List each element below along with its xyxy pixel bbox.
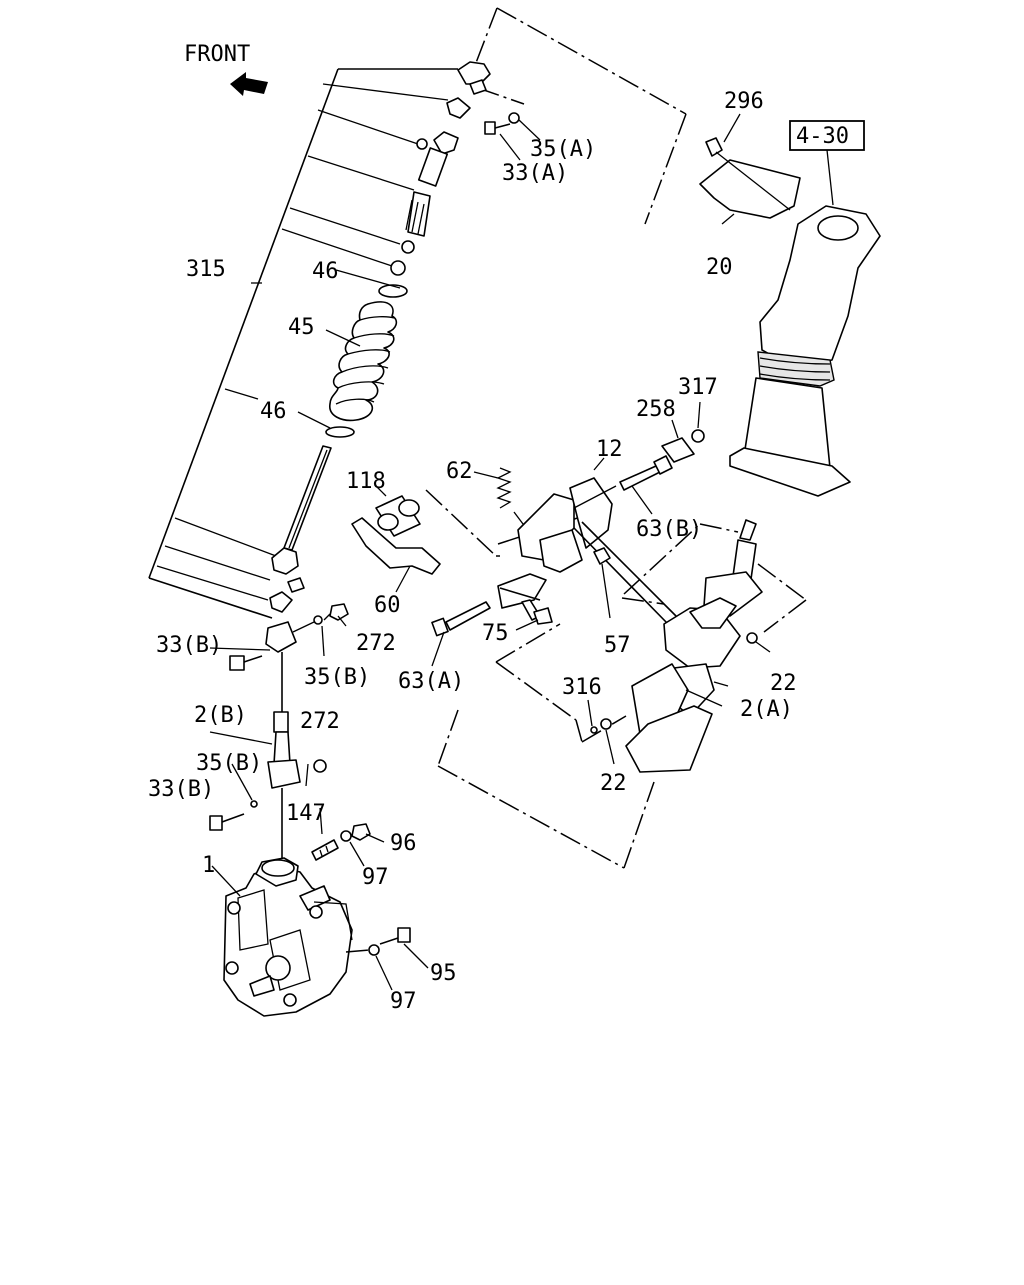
label-35b-top: 35(B)	[304, 665, 370, 690]
label-75: 75	[482, 621, 509, 646]
label-147: 147	[286, 801, 326, 826]
assembly-bracket-315	[148, 68, 458, 619]
ref-box-leader	[826, 149, 834, 206]
center-bracket-12	[497, 457, 677, 625]
label-97-top: 97	[362, 865, 389, 890]
label-33b-bottom: 33(B)	[148, 777, 214, 802]
bolt-33a	[484, 112, 541, 161]
leaders	[209, 269, 729, 897]
lower-yoke	[229, 603, 349, 712]
upper-dash-frame	[473, 7, 687, 225]
tube-118-bracket-60	[351, 485, 441, 593]
label-95: 95	[430, 961, 457, 986]
middle-dash-frames	[425, 489, 807, 869]
label-35b-bottom: 35(B)	[196, 751, 262, 776]
gearbox-1	[223, 857, 353, 1017]
label-63b: 63(B)	[636, 517, 702, 542]
label-296: 296	[724, 89, 764, 114]
label-45: 45	[288, 315, 315, 340]
label-46-bottom: 46	[260, 399, 287, 424]
label-272-bottom: 272	[300, 709, 340, 734]
label-63a: 63(A)	[398, 669, 464, 694]
label-258: 258	[636, 397, 676, 422]
label-317: 317	[678, 375, 718, 400]
label-12: 12	[596, 437, 623, 462]
lever-2b	[209, 711, 327, 866]
spring-62	[473, 467, 527, 529]
front-label: FRONT	[184, 42, 250, 67]
ref-box: 4-30	[789, 120, 865, 206]
label-272-top: 272	[356, 631, 396, 656]
label-57: 57	[604, 633, 631, 658]
label-20: 20	[706, 255, 733, 280]
label-118: 118	[346, 469, 386, 494]
ref-box-label: 4-30	[796, 124, 849, 149]
label-96: 96	[390, 831, 417, 856]
label-97-bottom: 97	[390, 989, 417, 1014]
shift-boot-20	[699, 113, 881, 497]
label-35a: 35(A)	[530, 137, 596, 162]
label-315: 315	[186, 257, 226, 282]
part-labels: 296 35(A) 33(A) 20 315 46 45 46 317 258 …	[148, 89, 797, 1014]
label-46-top: 46	[312, 259, 339, 284]
label-2b: 2(B)	[194, 703, 247, 728]
label-316: 316	[562, 675, 602, 700]
label-33b-top: 33(B)	[156, 633, 222, 658]
boot-45	[325, 301, 398, 438]
front-arrow-icon	[230, 72, 268, 96]
label-60: 60	[374, 593, 401, 618]
long-shaft	[269, 445, 332, 613]
upper-joint	[378, 61, 491, 298]
fasteners-147-96-97	[311, 807, 429, 991]
label-22-right: 22	[770, 671, 797, 696]
label-62: 62	[446, 459, 473, 484]
bolts-63-75-57	[431, 401, 705, 667]
label-2a: 2(A)	[740, 697, 793, 722]
label-1: 1	[202, 853, 215, 878]
shift-column-2a	[587, 519, 771, 773]
label-22-bottom: 22	[600, 771, 627, 796]
front-indicator: FRONT	[184, 42, 268, 96]
label-33a: 33(A)	[502, 161, 568, 186]
